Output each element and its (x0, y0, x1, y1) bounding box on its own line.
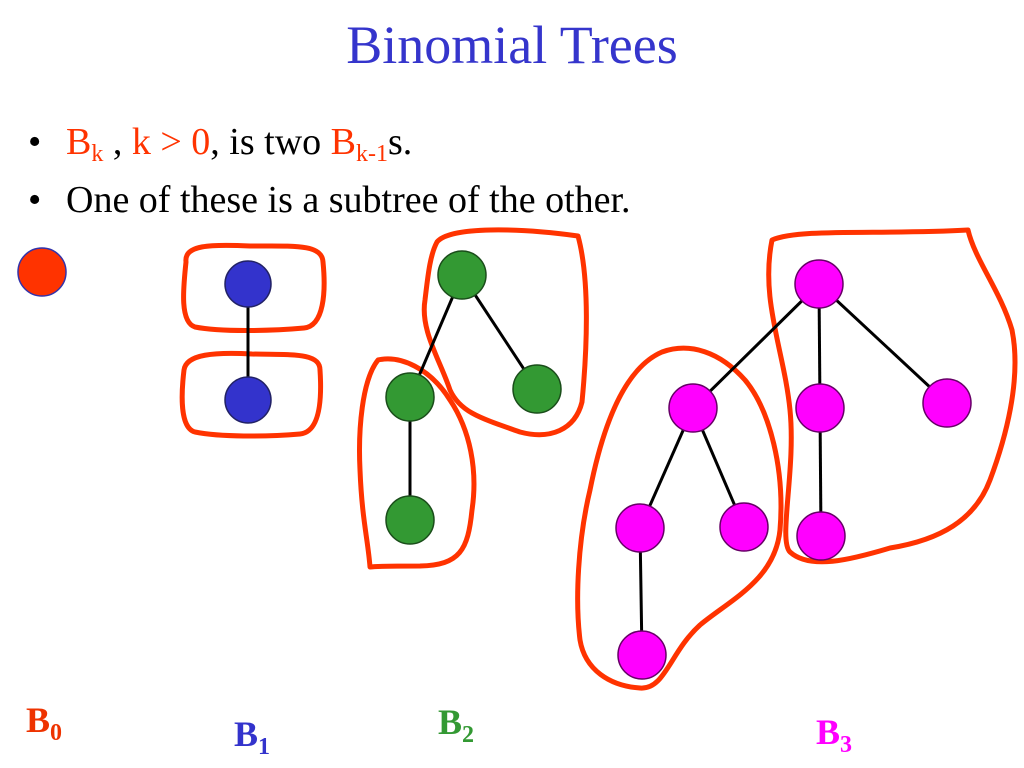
label-b0-sub: 0 (50, 720, 62, 746)
bk1-subscript: k-1 (356, 141, 389, 167)
bk1-symbol: B (330, 121, 357, 163)
b1-child-node (224, 376, 272, 424)
b3-left-outline (575, 345, 784, 691)
label-b1: B1 (234, 714, 270, 760)
label-b3-main: B (816, 712, 840, 752)
b3-node (796, 511, 846, 561)
b2-root-node (437, 250, 487, 300)
comma-separator: , (103, 121, 132, 163)
label-b1-sub: 1 (258, 734, 270, 760)
label-b0: B0 (26, 700, 62, 746)
b1-top-outline (181, 242, 327, 333)
b2-bottom-outline (357, 356, 477, 570)
b1-bottom-outline (179, 350, 324, 439)
bullet-text-mid: , is two (210, 121, 331, 163)
b3-node (795, 383, 845, 433)
b3-node (668, 383, 718, 433)
b2-node (512, 364, 562, 414)
b3-node (922, 378, 972, 428)
b2-node (385, 495, 435, 545)
label-b2: B2 (438, 702, 474, 748)
bullet-item-2: • One of these is a subtree of the other… (28, 176, 631, 234)
bullet-text: One of these is a subtree of the other. (66, 179, 631, 221)
b3-edge (817, 282, 949, 405)
label-b3-sub: 3 (840, 732, 852, 758)
b0-node (17, 247, 67, 297)
b2-top-outline (421, 227, 589, 438)
b3-root-node (794, 259, 844, 309)
b2-node (385, 372, 435, 422)
label-b0-main: B (26, 700, 50, 740)
bullet-item-1: • Bk , k > 0, is two Bk-1s. (28, 118, 631, 176)
condition-text: k > 0 (131, 121, 211, 163)
bk-subscript: k (91, 141, 104, 167)
b3-edge (691, 282, 821, 410)
b3-right-outline (766, 227, 1018, 565)
b3-node (617, 630, 667, 680)
label-b2-main: B (438, 702, 462, 742)
label-b3: B3 (816, 712, 852, 758)
bullet-list: • Bk , k > 0, is two Bk-1s. • One of the… (28, 118, 631, 234)
bullet-text-tail: s. (388, 121, 413, 163)
slide-title: Binomial Trees (346, 15, 678, 75)
bk-symbol: B (66, 121, 92, 163)
b3-node (719, 502, 769, 552)
bullet-dot-icon: • (28, 121, 42, 163)
bullet-dot-icon: • (28, 179, 42, 221)
label-b1-main: B (234, 714, 258, 754)
label-b2-sub: 2 (462, 722, 474, 748)
b3-node (615, 503, 665, 553)
b1-root-node (224, 260, 272, 308)
